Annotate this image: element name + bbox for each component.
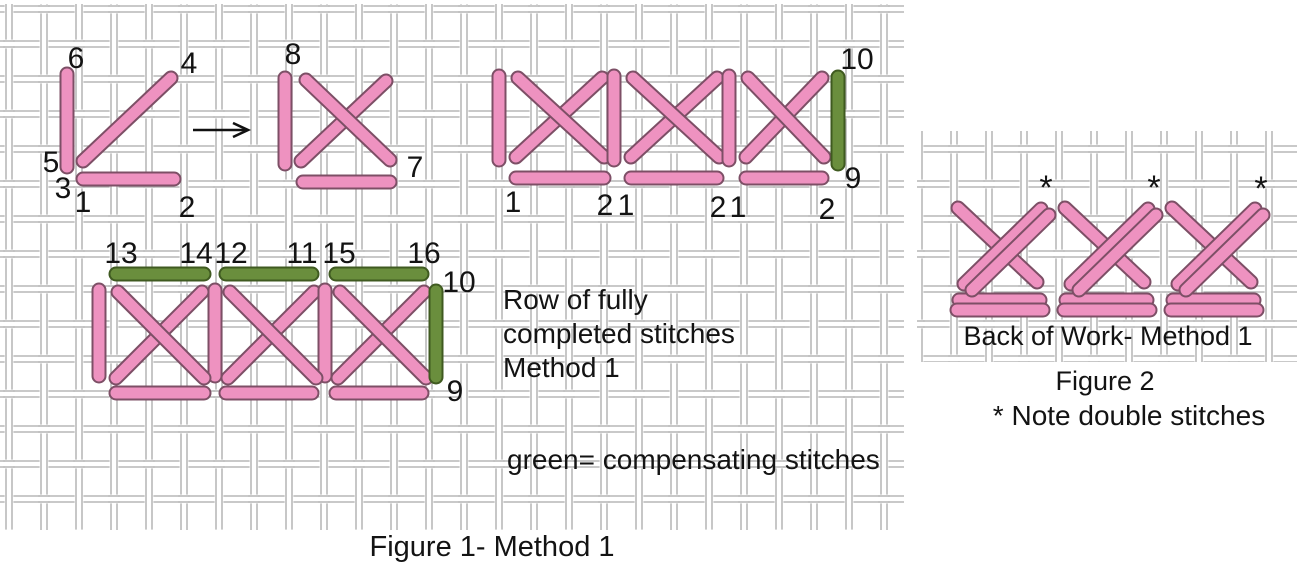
stitch-number-label: 6 bbox=[67, 42, 85, 75]
stitch-number-label: 13 bbox=[104, 237, 138, 270]
pink-stitch bbox=[627, 72, 725, 163]
stitch-number-label: 2 bbox=[178, 191, 196, 224]
stitch-number-label: 1 bbox=[74, 186, 92, 219]
stitch-number-label: 2 bbox=[596, 189, 614, 222]
pink-stitch bbox=[1172, 203, 1261, 290]
pink-stitch bbox=[77, 72, 177, 167]
stitch-number-label: 10 bbox=[442, 266, 476, 299]
figure1-stitches bbox=[59, 66, 846, 401]
double-stitch-asterisk: * bbox=[1254, 170, 1268, 208]
stitch-number-label: 3 bbox=[54, 172, 72, 205]
pink-stitch bbox=[112, 286, 210, 384]
stitch-number-label: 4 bbox=[180, 47, 198, 80]
pink-stitch bbox=[1180, 209, 1269, 296]
figure1-canvas bbox=[0, 4, 904, 530]
pink-stitch bbox=[966, 209, 1055, 296]
stitch-number-label: 2 bbox=[818, 193, 836, 226]
pink-stitch bbox=[224, 286, 322, 384]
figure1-note-line3: Method 1 bbox=[503, 352, 620, 383]
stitch-number-label: 16 bbox=[407, 237, 441, 270]
double-stitch-asterisk: * bbox=[1039, 169, 1053, 207]
pink-stitch bbox=[300, 74, 396, 166]
stitch-number-label: 1 bbox=[729, 191, 747, 224]
stitch-number-label: 5 bbox=[42, 146, 60, 179]
figure2-canvas bbox=[917, 131, 1297, 362]
pink-stitch bbox=[958, 203, 1047, 290]
stitch-number-label: 8 bbox=[284, 38, 302, 71]
figure2-caption: Figure 2 bbox=[1055, 366, 1155, 396]
arrow-right-icon bbox=[193, 121, 252, 139]
figure1-note-line2: completed stitches bbox=[503, 318, 735, 349]
pink-stitch bbox=[334, 286, 432, 384]
figure1-note: Row of fully completed stitches Method 1 bbox=[503, 283, 735, 385]
figure2-stitches bbox=[949, 200, 1271, 318]
figure1-caption: Figure 1- Method 1 bbox=[369, 531, 615, 563]
figure2-back-label: Back of Work- Method 1 bbox=[963, 321, 1253, 351]
stitch-number-label: 14 bbox=[179, 237, 213, 270]
figure1-legend: green= compensating stitches bbox=[507, 444, 880, 475]
stitch-number-label: 7 bbox=[406, 151, 424, 184]
stitch-number-label: 15 bbox=[322, 237, 356, 270]
stitch-number-label: 12 bbox=[214, 237, 248, 270]
pink-stitch bbox=[1073, 209, 1162, 296]
stitch-number-label: 1 bbox=[617, 189, 635, 222]
figure2-note: * Note double stitches bbox=[992, 400, 1266, 431]
stitch-number-label: 9 bbox=[844, 162, 862, 195]
stitch-number-label: 2 bbox=[709, 191, 727, 224]
stitch-number-label: 11 bbox=[286, 237, 318, 270]
stitch-number-label: 10 bbox=[840, 43, 874, 76]
figure1-note-line1: Row of fully bbox=[503, 284, 648, 315]
double-stitch-asterisk: * bbox=[1147, 169, 1161, 207]
stitch-number-label: 9 bbox=[446, 375, 464, 408]
pink-stitch bbox=[512, 72, 610, 163]
pink-stitch bbox=[742, 72, 830, 163]
stitch-number-label: 1 bbox=[504, 186, 522, 219]
pink-stitch bbox=[1065, 203, 1154, 290]
